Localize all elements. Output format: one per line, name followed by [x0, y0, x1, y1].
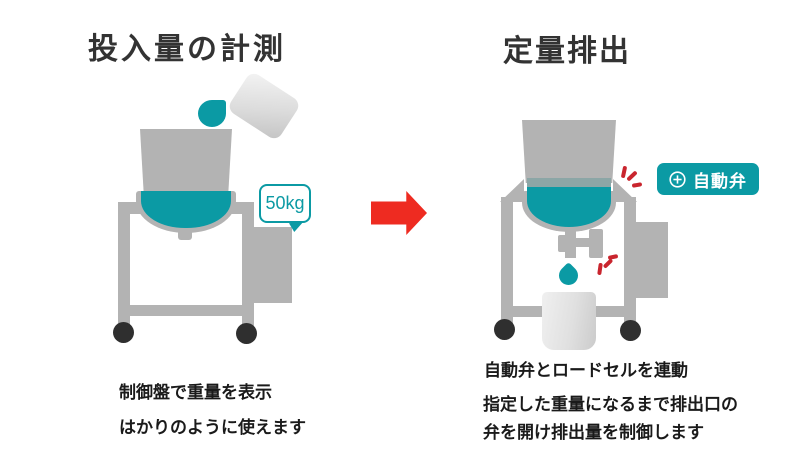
- emphasis-mark-icon: [626, 170, 638, 182]
- weight-speech-bubble: 50kg: [259, 184, 311, 223]
- right-arrow-icon: [371, 191, 427, 235]
- valve-arm: [575, 238, 592, 247]
- tank-hopper: [140, 129, 232, 193]
- control-panel: [252, 227, 292, 303]
- circled-plus-icon: [669, 170, 686, 188]
- liquid-surface-band: [527, 178, 611, 187]
- right-caption-line: 弁を開け排出量を制御します: [483, 423, 704, 442]
- tank-hopper: [522, 120, 616, 183]
- frame-crossbar: [118, 305, 254, 316]
- discharge-pipe: [565, 228, 576, 258]
- receiving-container: [542, 292, 596, 350]
- caster-wheel: [236, 323, 257, 344]
- emphasis-mark-icon: [620, 165, 628, 179]
- right-caption-line: 指定した重量になるまで排出口の: [483, 395, 738, 414]
- caster-wheel: [494, 319, 515, 340]
- discharge-drop-icon: [555, 262, 582, 289]
- frame-leg: [242, 202, 254, 327]
- valve-flange: [558, 235, 567, 252]
- frame-leg: [118, 202, 130, 327]
- frame-leg: [624, 197, 636, 325]
- right-section-title: 定量排出: [503, 35, 631, 68]
- caster-wheel: [113, 322, 134, 343]
- auto-valve-label: 自動弁: [693, 171, 747, 191]
- control-panel: [634, 222, 668, 298]
- auto-valve-badge: 自動弁: [657, 163, 759, 195]
- left-section-title: 投入量の計測: [88, 33, 286, 66]
- left-caption-line: はかりのように使えます: [119, 418, 306, 437]
- speech-bubble-tail: [289, 221, 304, 232]
- weight-value: 50kg: [265, 193, 305, 213]
- emphasis-mark-icon: [597, 262, 603, 276]
- pouring-bucket: [226, 70, 302, 142]
- frame-leg: [501, 197, 513, 325]
- emphasis-mark-icon: [631, 182, 643, 188]
- right-caption-line: 自動弁とロードセルを連動: [484, 361, 688, 380]
- caster-wheel: [620, 320, 641, 341]
- frame-shoulder: [500, 179, 524, 202]
- pour-drop-icon: [198, 100, 226, 127]
- valve-actuator: [589, 229, 603, 258]
- left-caption-line: 制御盤で重量を表示: [119, 383, 272, 402]
- emphasis-mark-icon: [602, 258, 614, 269]
- tank-outlet-nub: [178, 231, 192, 240]
